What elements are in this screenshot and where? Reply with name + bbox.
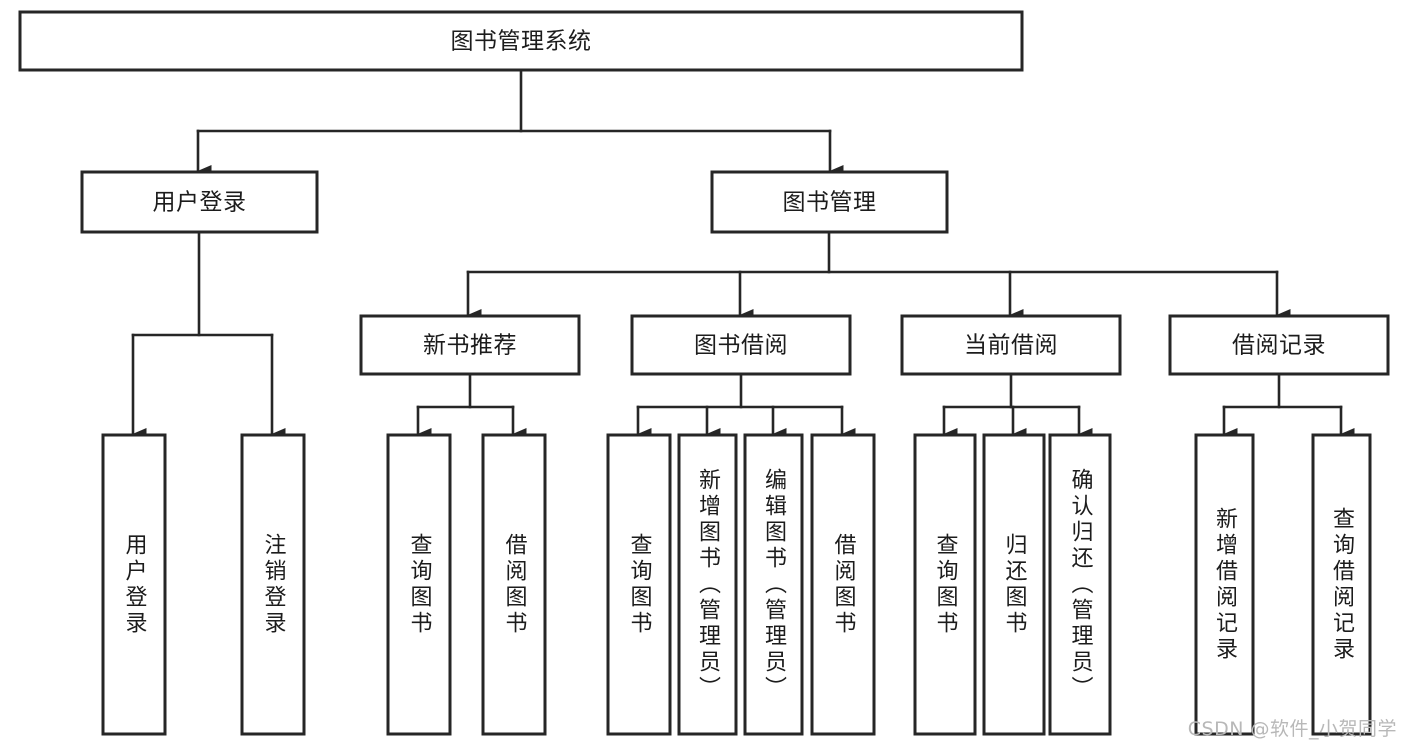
node-leaf-user-login[interactable] bbox=[101, 433, 167, 736]
node-box-leaf-current-confirm-return[interactable] bbox=[1048, 433, 1112, 736]
node-book-management[interactable]: 图书管理 bbox=[710, 170, 949, 234]
node-user-login[interactable]: 用户登录 bbox=[80, 170, 319, 234]
node-leaf-borrow-edit-book[interactable] bbox=[743, 433, 804, 736]
connector-edge-root-fan bbox=[196, 68, 844, 177]
node-borrow-record[interactable]: 借阅记录 bbox=[1168, 314, 1390, 376]
node-box-leaf-borrow-query-book[interactable] bbox=[606, 433, 672, 736]
connector-edge-userlogin-fan bbox=[131, 230, 286, 440]
node-box-leaf-user-logout[interactable] bbox=[240, 433, 306, 736]
connector-edge-recommend-fan bbox=[416, 372, 527, 440]
node-leaf-recommend-query-book[interactable] bbox=[386, 433, 452, 736]
node-box-borrow-record[interactable] bbox=[1168, 314, 1390, 376]
node-box-leaf-user-login[interactable] bbox=[101, 433, 167, 736]
node-label-current-borrow: 当前借阅 bbox=[964, 333, 1058, 359]
node-new-book-recommend[interactable]: 新书推荐 bbox=[359, 314, 581, 376]
node-label-root: 图书管理系统 bbox=[451, 29, 592, 55]
node-root[interactable]: 图书管理系统 bbox=[18, 10, 1024, 72]
connector-edge-record-fan bbox=[1222, 372, 1355, 440]
node-label-book-management: 图书管理 bbox=[783, 190, 877, 216]
node-leaf-current-query-book[interactable] bbox=[913, 433, 977, 736]
node-box-root[interactable] bbox=[18, 10, 1024, 72]
node-box-leaf-current-query-book[interactable] bbox=[913, 433, 977, 736]
connectors-layer bbox=[131, 68, 1355, 440]
node-leaf-record-query[interactable] bbox=[1311, 433, 1372, 736]
connector-edge-bookborrow-fan bbox=[636, 372, 856, 440]
node-leaf-current-return-book[interactable] bbox=[982, 433, 1046, 736]
node-box-leaf-recommend-query-book[interactable] bbox=[386, 433, 452, 736]
node-leaf-record-add[interactable] bbox=[1194, 433, 1255, 736]
node-box-leaf-recommend-borrow-book[interactable] bbox=[481, 433, 547, 736]
node-leaf-recommend-borrow-book[interactable] bbox=[481, 433, 547, 736]
node-label-borrow-record: 借阅记录 bbox=[1232, 333, 1326, 359]
node-box-user-login[interactable] bbox=[80, 170, 319, 234]
node-current-borrow[interactable]: 当前借阅 bbox=[900, 314, 1122, 376]
node-box-book-management[interactable] bbox=[710, 170, 949, 234]
node-leaf-borrow-query-book[interactable] bbox=[606, 433, 672, 736]
node-box-leaf-borrow-add-book[interactable] bbox=[677, 433, 738, 736]
node-leaf-borrow-add-book[interactable] bbox=[677, 433, 738, 736]
node-leaf-user-logout[interactable] bbox=[240, 433, 306, 736]
node-box-leaf-borrow-borrow-book[interactable] bbox=[810, 433, 876, 736]
node-label-new-book-recommend: 新书推荐 bbox=[423, 333, 517, 359]
node-box-leaf-record-add[interactable] bbox=[1194, 433, 1255, 736]
node-leaf-current-confirm-return[interactable] bbox=[1048, 433, 1112, 736]
node-book-borrow[interactable]: 图书借阅 bbox=[630, 314, 852, 376]
connector-edge-bookmgmt-fan bbox=[466, 230, 1291, 321]
node-label-book-borrow: 图书借阅 bbox=[694, 333, 788, 359]
node-box-book-borrow[interactable] bbox=[630, 314, 852, 376]
node-box-leaf-borrow-edit-book[interactable] bbox=[743, 433, 804, 736]
node-leaf-borrow-borrow-book[interactable] bbox=[810, 433, 876, 736]
node-label-user-login: 用户登录 bbox=[153, 190, 247, 216]
node-box-leaf-current-return-book[interactable] bbox=[982, 433, 1046, 736]
connector-edge-currentborrow-fan bbox=[942, 372, 1093, 440]
node-box-current-borrow[interactable] bbox=[900, 314, 1122, 376]
node-box-new-book-recommend[interactable] bbox=[359, 314, 581, 376]
node-box-leaf-record-query[interactable] bbox=[1311, 433, 1372, 736]
watermark-text: CSDN @软件_小贺同学 bbox=[1187, 718, 1397, 740]
